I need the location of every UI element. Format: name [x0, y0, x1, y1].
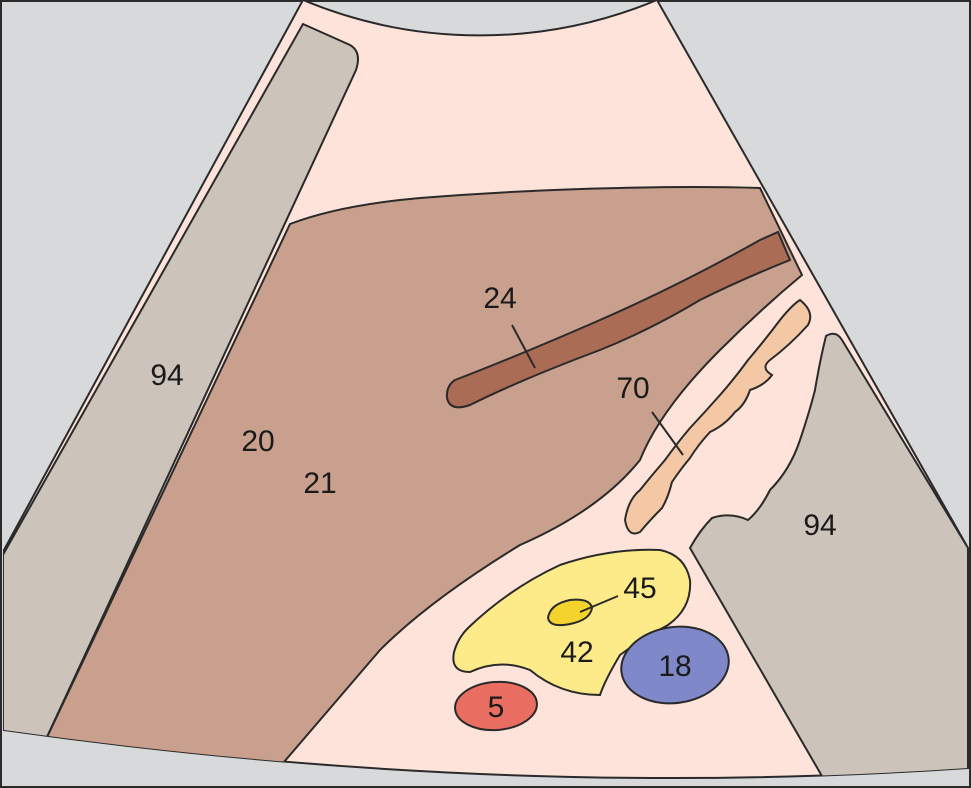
label-24: 24	[483, 282, 516, 315]
label-94-right: 94	[803, 509, 836, 542]
label-42: 42	[560, 636, 593, 669]
structure-70	[623, 298, 812, 535]
label-20: 20	[241, 425, 274, 458]
label-21: 21	[303, 467, 336, 500]
label-45: 45	[623, 572, 656, 605]
label-70: 70	[616, 372, 649, 405]
label-94-left: 94	[150, 359, 183, 392]
structure-5	[454, 680, 538, 732]
label-5: 5	[488, 691, 505, 724]
label-18: 18	[658, 650, 691, 683]
leader-line-45	[579, 595, 619, 613]
structure-18	[620, 625, 730, 705]
structure-94-right	[688, 332, 968, 779]
leader-line-24	[511, 324, 536, 369]
leader-line-70	[651, 411, 684, 456]
structure-94-left	[4, 22, 359, 753]
